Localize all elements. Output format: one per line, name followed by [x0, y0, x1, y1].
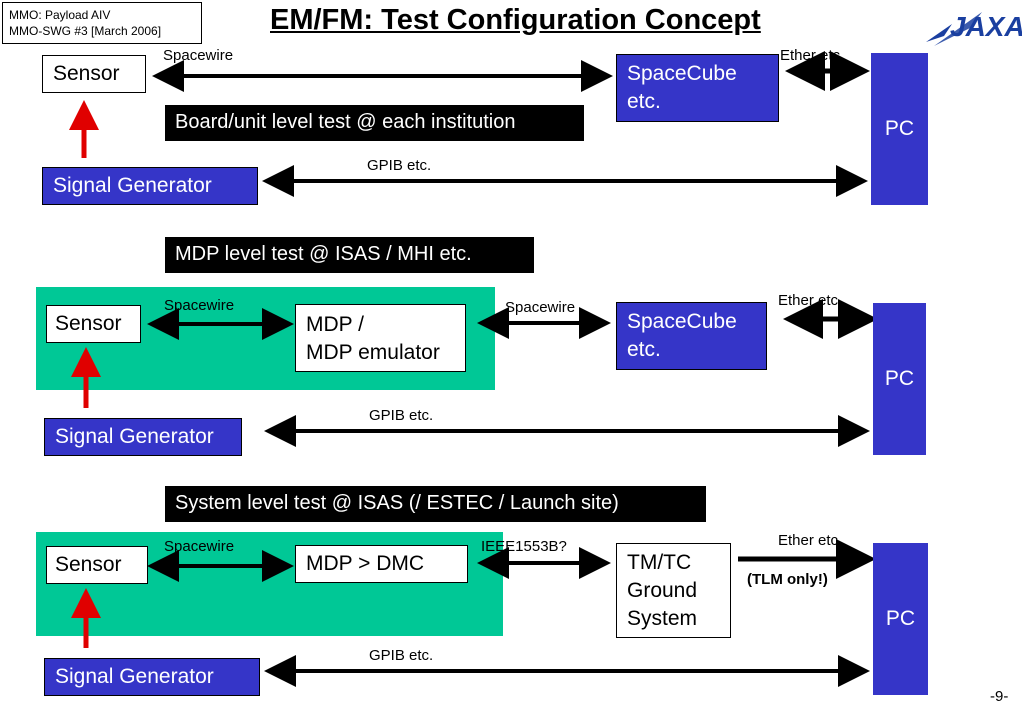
s2-spacewire-label-1: Spacewire [164, 297, 235, 314]
s3-tmtc-line-1: TM/TC [627, 551, 692, 574]
header-line-2: MMO-SWG #3 [March 2006] [9, 24, 162, 38]
s2-pc-box: PC [873, 303, 926, 455]
s2-spacecube-line-1: SpaceCube [627, 310, 737, 333]
s3-pc-box: PC [873, 543, 928, 695]
s1-spacewire-label: Spacewire [163, 47, 234, 64]
s3-spacewire-label: Spacewire [164, 538, 235, 555]
s2-mdp-line-1: MDP / [306, 313, 364, 336]
s1-spacecube-line-2: etc. [627, 90, 661, 113]
logo-text: JAXA [950, 11, 1022, 42]
s2-gpib-label: GPIB etc. [369, 407, 434, 424]
s2-spacewire-label-2: Spacewire [505, 299, 576, 316]
s2-spacecube-box: SpaceCube etc. [616, 302, 767, 370]
jaxa-logo: JAXA [922, 2, 1023, 52]
header-box: MMO: Payload AIV MMO-SWG #3 [March 2006] [2, 2, 202, 44]
s3-sensor-box: Sensor [46, 546, 148, 584]
s3-ether-label: Ether etc. [778, 532, 843, 549]
s3-tmtc-line-3: System [627, 607, 698, 630]
s1-signal-generator-box: Signal Generator [42, 167, 258, 205]
s3-tmtc-box: TM/TC Ground System [616, 543, 731, 638]
page-title: EM/FM: Test Configuration Concept [270, 4, 761, 36]
header-line-1: MMO: Payload AIV [9, 8, 111, 22]
s2-spacecube-line-2: etc. [627, 338, 661, 361]
s1-gpib-label: GPIB etc. [367, 157, 432, 174]
s3-tmtc-line-2: Ground [627, 579, 698, 602]
s3-gpib-label: GPIB etc. [369, 647, 434, 664]
s3-banner: System level test @ ISAS (/ ESTEC / Laun… [165, 486, 706, 522]
s3-signal-generator-box: Signal Generator [44, 658, 260, 696]
s2-mdp-box: MDP / MDP emulator [295, 304, 466, 372]
s2-signal-generator-box: Signal Generator [44, 418, 242, 456]
s3-tlm-label: (TLM only!) [747, 571, 828, 588]
s3-ieee-label: IEEE1553B? [481, 538, 567, 555]
s2-ether-label: Ether etc. [778, 292, 843, 309]
s1-spacecube-box: SpaceCube etc. [616, 54, 779, 122]
s2-sensor-box: Sensor [46, 305, 141, 343]
page-number: -9- [990, 688, 1009, 705]
s1-spacecube-line-1: SpaceCube [627, 62, 737, 85]
s1-ether-label: Ether etc. [780, 47, 845, 64]
s3-mdp-box: MDP > DMC [295, 545, 468, 583]
s2-mdp-line-2: MDP emulator [306, 341, 440, 364]
s1-pc-box: PC [871, 53, 928, 205]
s1-sensor-box: Sensor [42, 55, 146, 93]
s2-banner: MDP level test @ ISAS / MHI etc. [165, 237, 534, 273]
s1-banner: Board/unit level test @ each institution [165, 105, 584, 141]
